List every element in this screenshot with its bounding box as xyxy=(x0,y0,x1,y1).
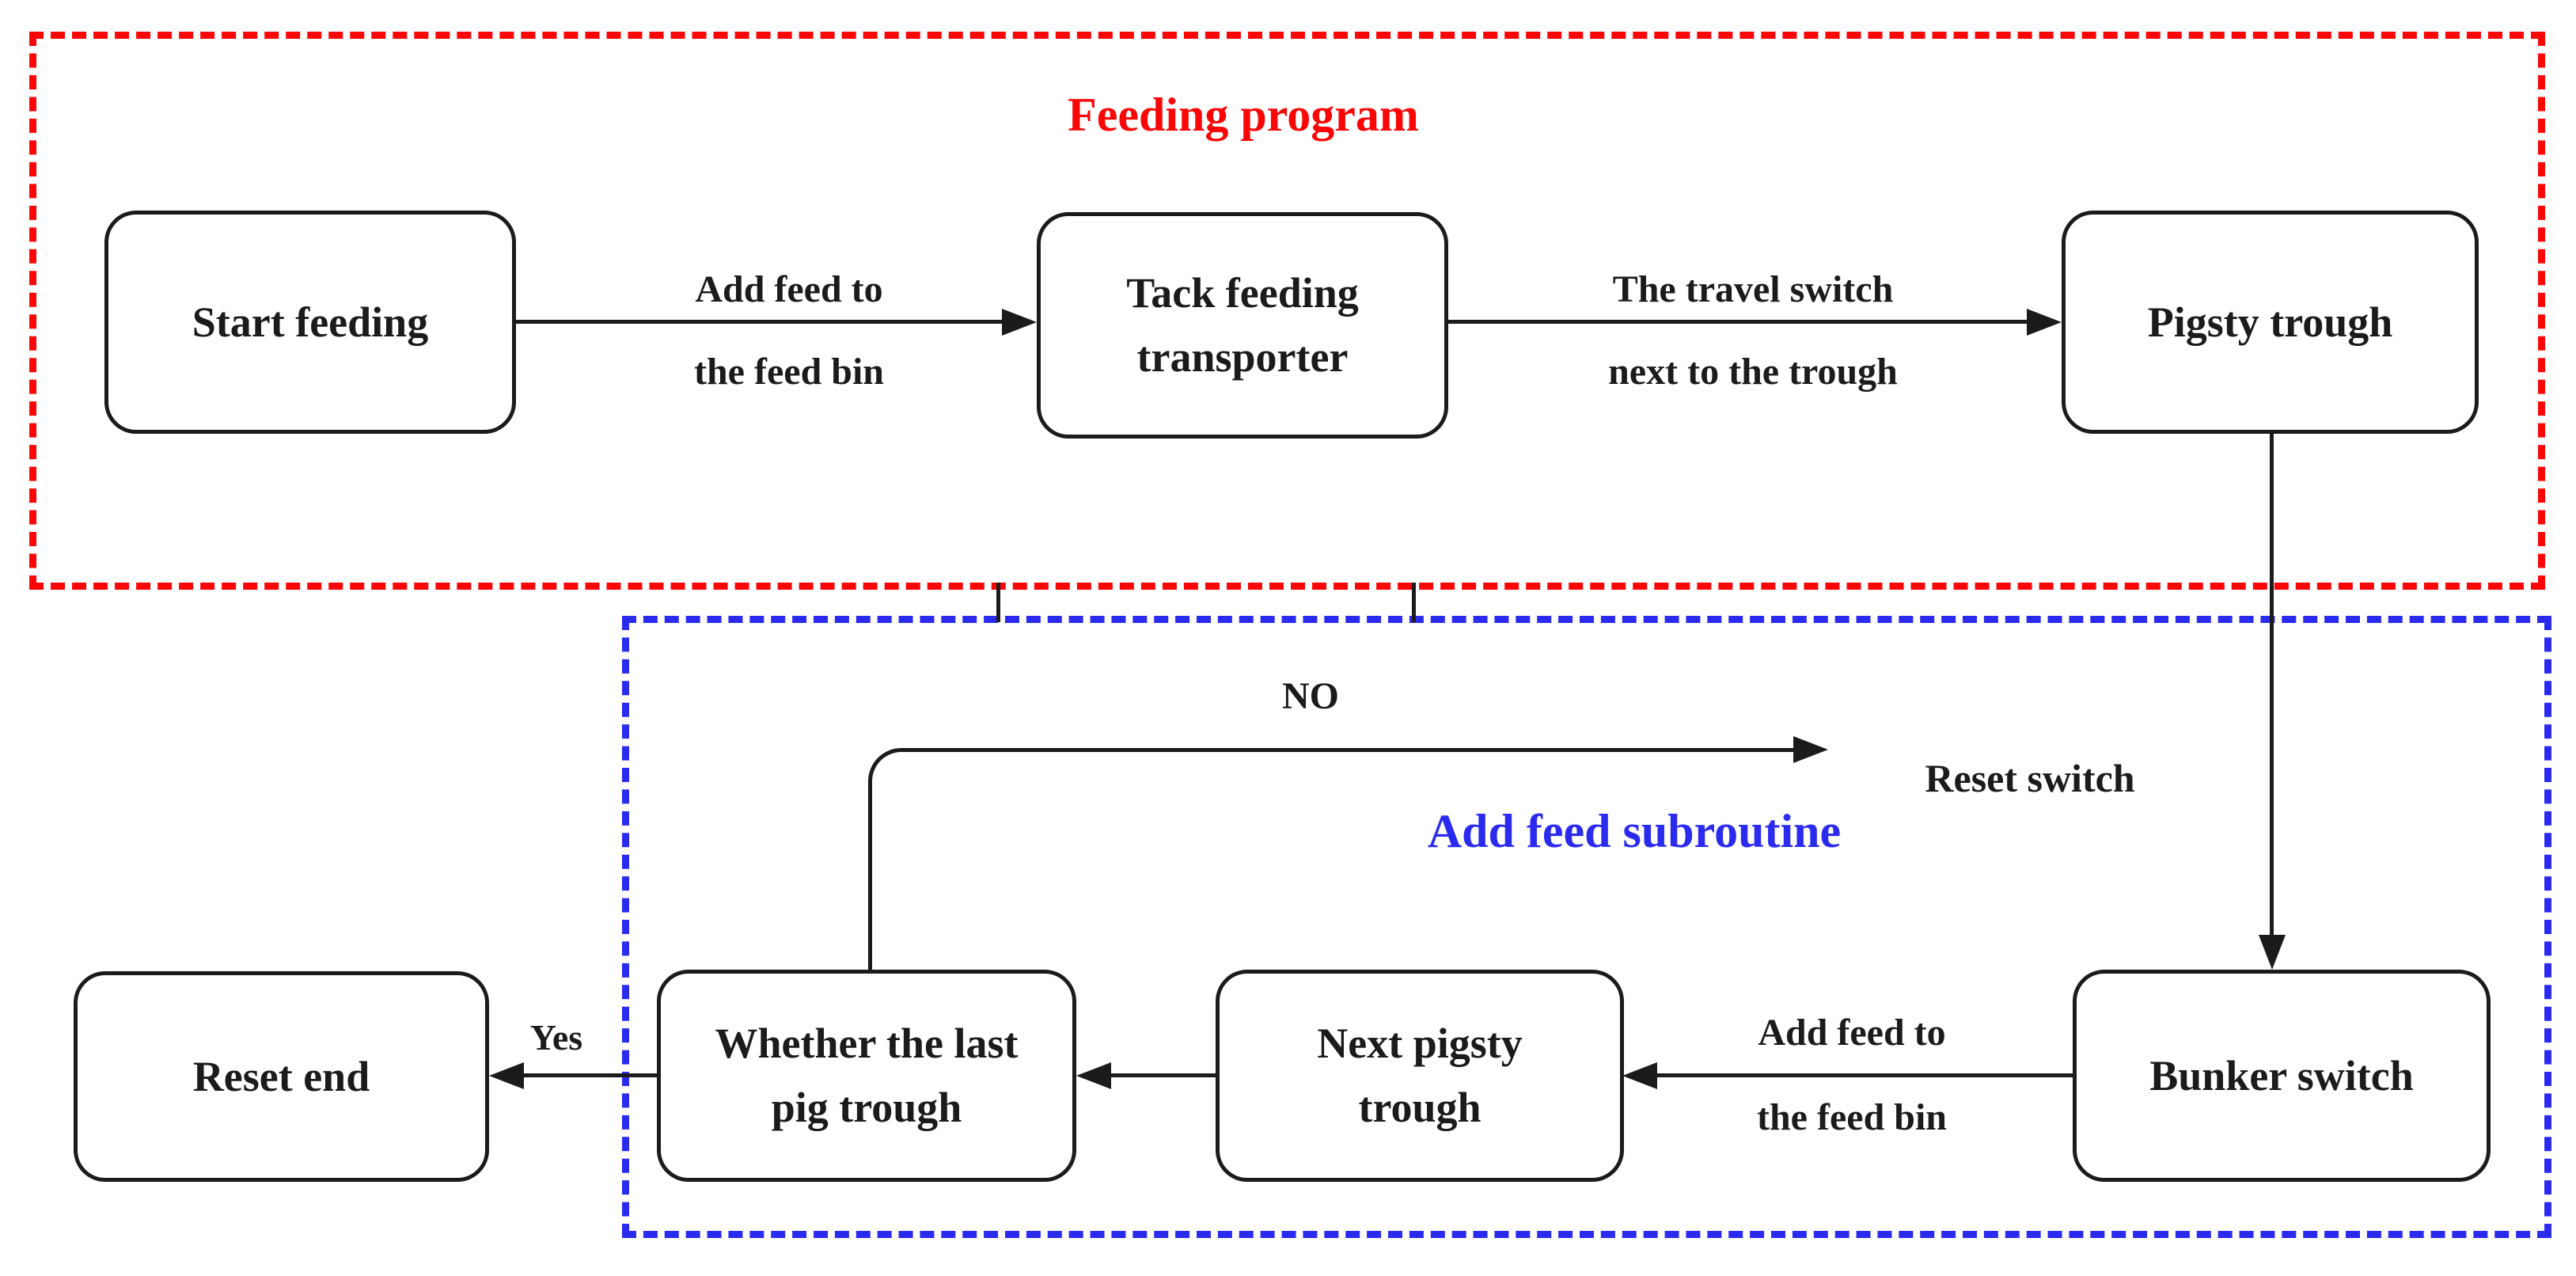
arrowhead-left-icon xyxy=(489,1062,524,1089)
edge-label-travel-switch-line1: The travel switch xyxy=(1612,268,1894,310)
feeding-program-title: Feeding program xyxy=(1068,89,1419,141)
arrow-bunker-to-next xyxy=(1657,1073,2073,1077)
node-start-feeding: Start feeding xyxy=(104,211,516,434)
edge-label-travel-switch-line2: next to the trough xyxy=(1608,351,1898,393)
node-whether-last-pig-trough: Whether the last pig trough xyxy=(657,970,1076,1182)
arrowhead-right-icon xyxy=(1793,736,1828,763)
arrow-whether-to-reset xyxy=(524,1073,657,1077)
arrowhead-left-icon xyxy=(1076,1062,1111,1089)
node-pigsty-trough: Pigsty trough xyxy=(2062,211,2479,434)
arrow-tack-to-pigsty xyxy=(1447,320,2027,324)
arrow-pigsty-to-bunker xyxy=(2270,434,2274,935)
arrowhead-right-icon xyxy=(2027,309,2062,336)
node-tack-feeding-transporter: Tack feeding transporter xyxy=(1037,212,1448,439)
region-connector-tick xyxy=(996,583,1000,622)
feeding-program-region-border xyxy=(29,32,2545,590)
arrow-next-to-whether xyxy=(1111,1073,1216,1077)
region-connector-tick xyxy=(1412,583,1416,622)
node-next-pigsty-trough: Next pigsty trough xyxy=(1216,970,1624,1182)
edge-label-yes: Yes xyxy=(529,1017,583,1058)
arrow-start-to-tack xyxy=(516,320,1002,324)
arrowhead-left-icon xyxy=(1622,1062,1657,1089)
edge-label-add-feed-bottom-line2: the feed bin xyxy=(1757,1096,1947,1138)
edge-label-no: NO xyxy=(1282,675,1339,717)
node-bunker-switch: Bunker switch xyxy=(2073,970,2491,1182)
arrowhead-down-icon xyxy=(2259,935,2286,970)
arrow-no-branch xyxy=(868,748,1793,970)
reset-switch-label: Reset switch xyxy=(1925,756,2135,800)
node-reset-end: Reset end xyxy=(74,971,489,1182)
edge-label-add-feed-bottom-line1: Add feed to xyxy=(1758,1012,1946,1054)
edge-label-add-feed-line2: the feed bin xyxy=(694,351,884,393)
arrowhead-right-icon xyxy=(1002,309,1037,336)
add-feed-subroutine-region-border xyxy=(622,616,2551,1238)
add-feed-subroutine-title: Add feed subroutine xyxy=(1427,805,1842,857)
edge-label-add-feed-line1: Add feed to xyxy=(695,268,883,310)
